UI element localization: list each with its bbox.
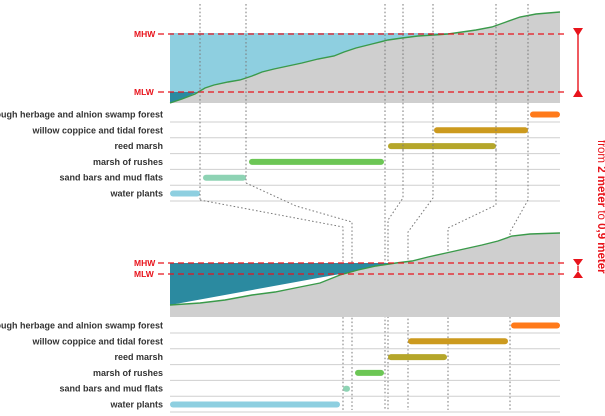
upper-zone-label-rough-herbage-and-alnion-swamp-forest: rough herbage and alnion swamp forest — [0, 110, 163, 120]
upper-zone-label-reed-marsh: reed marsh — [114, 141, 163, 151]
lower-land-profile — [170, 233, 560, 317]
guide-link-3 — [387, 150, 404, 410]
upper-mlw-label: MLW — [134, 87, 155, 97]
lower-zone-rows: rough herbage and alnion swamp forest wil… — [0, 321, 560, 413]
upper-zone-bar-marsh-of-rushes — [249, 158, 384, 165]
lower-range-arrow — [573, 259, 583, 278]
upper-zone-bar-water-plants — [170, 190, 200, 197]
lower-zone-label-marsh-of-rushes: marsh of rushes — [93, 368, 163, 378]
guide-link-5 — [447, 150, 497, 410]
lower-zone-label-reed-marsh: reed marsh — [114, 352, 163, 362]
upper-zone-label-willow-coppice-and-tidal-forest: willow coppice and tidal forest — [31, 125, 163, 135]
lower-zone-bar-sand-bars-and-mud-flats — [343, 385, 350, 392]
lower-zone-bar-marsh-of-rushes — [355, 369, 384, 376]
lower-profile-panel: MHW MLW — [134, 232, 583, 317]
lower-zone-label-willow-coppice-and-tidal-forest: willow coppice and tidal forest — [31, 336, 163, 346]
lower-zone-bar-willow-coppice-and-tidal-forest — [408, 338, 508, 345]
upper-profile-panel: MHW MLW — [134, 11, 583, 104]
lower-mhw-label: MHW — [134, 258, 156, 268]
lower-terrain-line — [169, 232, 561, 306]
upper-zone-label-sand-bars-and-mud-flats: sand bars and mud flats — [59, 173, 163, 183]
upper-land-profile — [170, 12, 560, 103]
lower-zone-bar-reed-marsh — [388, 354, 447, 361]
upper-zone-label-marsh-of-rushes: marsh of rushes — [93, 157, 163, 167]
lower-zone-label-rough-herbage-and-alnion-swamp-forest: rough herbage and alnion swamp forest — [0, 321, 163, 331]
upper-terrain-line — [169, 11, 561, 104]
lower-zone-label-water-plants: water plants — [109, 400, 163, 410]
range-caption: from 2 meter to 0,9 meter — [595, 140, 605, 274]
upper-zone-label-water-plants: water plants — [109, 189, 163, 199]
lower-mlw-label: MLW — [134, 269, 155, 279]
guide-link-6 — [509, 124, 529, 410]
upper-zone-bar-willow-coppice-and-tidal-forest — [434, 127, 528, 134]
guide-link-1 — [245, 182, 353, 410]
lower-zone-bar-water-plants — [170, 401, 340, 408]
lower-zone-label-sand-bars-and-mud-flats: sand bars and mud flats — [59, 384, 163, 394]
upper-mhw-label: MHW — [134, 29, 156, 39]
upper-zone-bar-sand-bars-and-mud-flats — [203, 174, 246, 181]
lower-zone-bar-rough-herbage-and-alnion-swamp-forest — [511, 322, 560, 329]
upper-range-arrow — [573, 28, 583, 97]
upper-zone-bar-reed-marsh — [388, 143, 496, 150]
upper-zone-bar-rough-herbage-and-alnion-swamp-forest — [530, 111, 560, 118]
upper-zone-rows: rough herbage and alnion swamp forest wil… — [0, 110, 560, 202]
